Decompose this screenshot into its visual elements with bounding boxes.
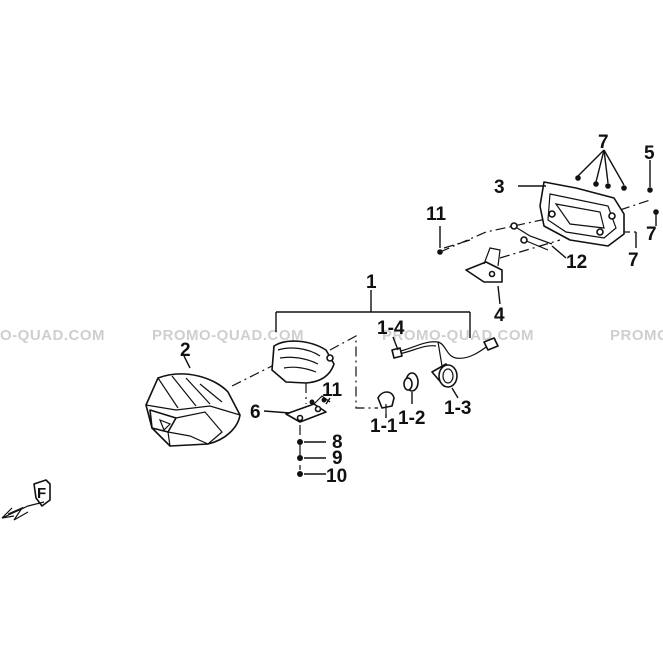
callout-11-mid: 11 — [322, 380, 343, 401]
bulb-part — [377, 391, 395, 414]
front-letter: F — [37, 485, 46, 502]
headlight-housing-part — [271, 340, 335, 384]
callout-1-3: 1-3 — [444, 398, 471, 419]
callout-1: 1 — [366, 272, 377, 293]
callout-labels: 1 1-4 2 3 4 5 6 7 7 7 8 9 10 11 11 12 1-… — [37, 132, 657, 502]
callout-7-top: 7 — [598, 132, 609, 153]
callout-3: 3 — [494, 177, 505, 198]
callout-10: 10 — [326, 466, 347, 487]
fastener-stack — [297, 439, 303, 477]
watermark: O-QUAD.COM PROMO-QUAD.COM PROMO-QUAD.COM… — [0, 327, 663, 344]
watermark-segment: PROMO-QUAD.COM — [152, 327, 304, 344]
callout-1-4: 1-4 — [377, 318, 405, 339]
headlight-cover-part — [145, 373, 241, 447]
clip-part — [510, 222, 553, 251]
callout-9: 9 — [332, 448, 343, 469]
bracket-part — [285, 395, 331, 423]
callout-8: 8 — [332, 432, 343, 453]
callout-7-right: 7 — [646, 224, 657, 245]
front-arrow-icon — [1, 479, 51, 521]
watermark-segment: O-QUAD.COM — [0, 327, 105, 344]
callout-6: 6 — [250, 402, 261, 423]
mounting-plate-part — [465, 247, 503, 283]
callout-5: 5 — [644, 143, 655, 164]
callout-11-top: 11 — [426, 204, 447, 225]
socket-part — [403, 372, 419, 392]
socket-housing-part — [431, 363, 458, 388]
fastener-dots — [437, 175, 659, 255]
watermark-segment: PROMO-QUAD.COM — [382, 327, 534, 344]
callout-2: 2 — [180, 340, 191, 361]
leader-lines — [183, 149, 657, 475]
callout-4: 4 — [494, 305, 505, 326]
connection-lines — [231, 199, 651, 470]
assembly-bracket — [275, 290, 471, 338]
watermark-segment: PROMO — [610, 327, 663, 344]
callout-1-1: 1-1 — [370, 416, 398, 437]
callout-7-lower: 7 — [628, 250, 639, 271]
callout-12: 12 — [566, 252, 587, 273]
callout-1-2: 1-2 — [398, 408, 425, 429]
frame-part — [539, 181, 625, 247]
